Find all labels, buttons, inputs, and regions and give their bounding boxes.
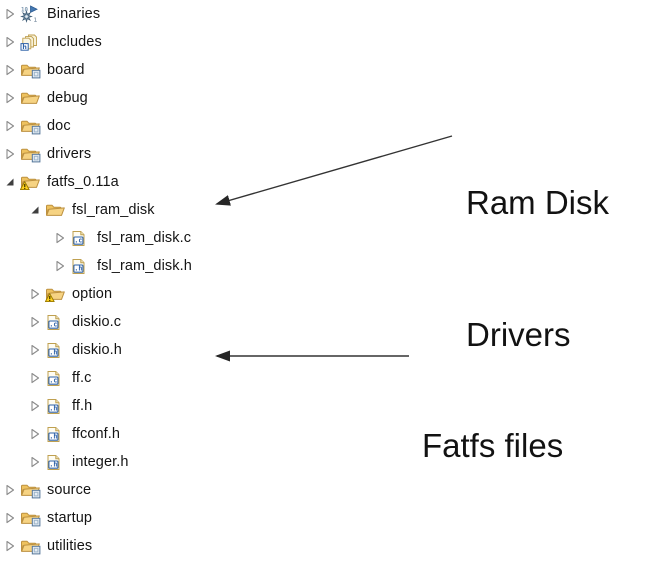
- annotation-line: Drivers: [466, 316, 571, 353]
- tree-item-label: Binaries: [47, 6, 101, 22]
- tree-item-label: utilities: [47, 538, 93, 554]
- tree-item[interactable]: fsl_ram_disk: [0, 196, 460, 224]
- tree-item[interactable]: .h diskio.h: [0, 336, 460, 364]
- tree-item[interactable]: .h integer.h: [0, 448, 460, 476]
- tree-item-label: Includes: [47, 34, 102, 50]
- folder-open-icon: [45, 201, 67, 219]
- expand-arrow-icon[interactable]: [53, 232, 67, 244]
- tree-item-label: diskio.h: [72, 342, 122, 358]
- svg-text:.h: .h: [49, 432, 57, 440]
- svg-text:.c: .c: [49, 320, 57, 328]
- tree-item[interactable]: .h fsl_ram_disk.h: [0, 252, 460, 280]
- tree-item-label: debug: [47, 90, 88, 106]
- tree-item-label: startup: [47, 510, 93, 526]
- tree-item[interactable]: 10 1 Binaries: [0, 0, 460, 28]
- svg-text:.c: .c: [49, 376, 57, 384]
- tree-item[interactable]: .h ff.h: [0, 392, 460, 420]
- tree-item[interactable]: debug: [0, 84, 460, 112]
- tree-item-label: integer.h: [72, 454, 129, 470]
- svg-text:1: 1: [34, 18, 38, 23]
- folder-warning-icon: [45, 285, 67, 303]
- expand-arrow-icon[interactable]: [28, 456, 42, 468]
- tree-item[interactable]: board: [0, 56, 460, 84]
- h-file-icon: .h: [45, 341, 67, 359]
- tree-item[interactable]: fatfs_0.11a: [0, 168, 460, 196]
- expand-arrow-icon[interactable]: [53, 260, 67, 272]
- expand-arrow-icon[interactable]: [28, 428, 42, 440]
- folder-module-icon: [20, 145, 42, 163]
- expand-arrow-icon[interactable]: [3, 484, 17, 496]
- tree-item[interactable]: doc: [0, 112, 460, 140]
- tree-item[interactable]: h Includes: [0, 28, 460, 56]
- svg-text:.h: .h: [49, 404, 57, 412]
- tree-item-label: ff.c: [72, 370, 92, 386]
- tree-item-label: ffconf.h: [72, 426, 121, 442]
- svg-text:.h: .h: [49, 460, 57, 468]
- binaries-icon: 10 1: [20, 5, 42, 23]
- expand-arrow-icon[interactable]: [28, 400, 42, 412]
- expand-arrow-icon[interactable]: [3, 148, 17, 160]
- tree-item-label: ff.h: [72, 398, 93, 414]
- svg-text:.h: .h: [49, 348, 57, 356]
- tree-item[interactable]: .c fsl_ram_disk.c: [0, 224, 460, 252]
- tree-item-label: option: [72, 286, 113, 302]
- svg-text:.c: .c: [74, 236, 82, 244]
- tree-item-label: fsl_ram_disk: [72, 202, 155, 218]
- c-file-icon: .c: [45, 313, 67, 331]
- c-file-icon: .c: [45, 369, 67, 387]
- folder-warning-icon: [20, 173, 42, 191]
- folder-module-icon: [20, 481, 42, 499]
- tree-item[interactable]: option: [0, 280, 460, 308]
- tree-item[interactable]: source: [0, 476, 460, 504]
- folder-module-icon: [20, 117, 42, 135]
- folder-module-icon: [20, 61, 42, 79]
- annotation-ram-disk-drivers: Ram Disk Drivers: [466, 93, 609, 445]
- tree-item-label: fatfs_0.11a: [47, 174, 119, 190]
- annotation-line: Ram Disk: [466, 184, 610, 221]
- expand-arrow-icon[interactable]: [3, 120, 17, 132]
- tree-item-label: board: [47, 62, 85, 78]
- svg-text:10: 10: [21, 7, 28, 13]
- svg-text:.h: .h: [74, 264, 82, 272]
- folder-open-icon: [20, 89, 42, 107]
- expand-arrow-icon[interactable]: [3, 512, 17, 524]
- tree-item-label: drivers: [47, 146, 92, 162]
- tree-item-label: diskio.c: [72, 314, 122, 330]
- tree-item[interactable]: drivers: [0, 140, 460, 168]
- includes-icon: h: [20, 33, 42, 51]
- c-file-icon: .c: [70, 229, 92, 247]
- expand-arrow-icon[interactable]: [3, 36, 17, 48]
- tree-item[interactable]: .c ff.c: [0, 364, 460, 392]
- tree-item[interactable]: .h ffconf.h: [0, 420, 460, 448]
- folder-module-icon: [20, 509, 42, 527]
- expand-arrow-icon[interactable]: [28, 316, 42, 328]
- svg-text:h: h: [22, 44, 26, 51]
- tree-item[interactable]: .c diskio.c: [0, 308, 460, 336]
- tree-item[interactable]: utilities: [0, 532, 460, 560]
- h-file-icon: .h: [45, 425, 67, 443]
- expand-arrow-icon[interactable]: [3, 64, 17, 76]
- expand-arrow-icon[interactable]: [3, 8, 17, 20]
- expand-arrow-icon[interactable]: [28, 288, 42, 300]
- collapse-arrow-icon[interactable]: [3, 176, 17, 188]
- collapse-arrow-icon[interactable]: [28, 204, 42, 216]
- tree-item-label: fsl_ram_disk.h: [97, 258, 192, 274]
- tree-item[interactable]: startup: [0, 504, 460, 532]
- tree-item-label: fsl_ram_disk.c: [97, 230, 192, 246]
- annotation-line: Fatfs files: [422, 427, 564, 464]
- expand-arrow-icon[interactable]: [28, 372, 42, 384]
- file-tree: 10 1 Binaries h Includes board debug: [0, 0, 460, 560]
- h-file-icon: .h: [45, 397, 67, 415]
- h-file-icon: .h: [70, 257, 92, 275]
- annotation-fatfs-files: Fatfs files: [422, 336, 563, 556]
- tree-item-label: source: [47, 482, 92, 498]
- tree-item-label: doc: [47, 118, 71, 134]
- folder-module-icon: [20, 537, 42, 555]
- h-file-icon: .h: [45, 453, 67, 471]
- expand-arrow-icon[interactable]: [28, 344, 42, 356]
- expand-arrow-icon[interactable]: [3, 92, 17, 104]
- expand-arrow-icon[interactable]: [3, 540, 17, 552]
